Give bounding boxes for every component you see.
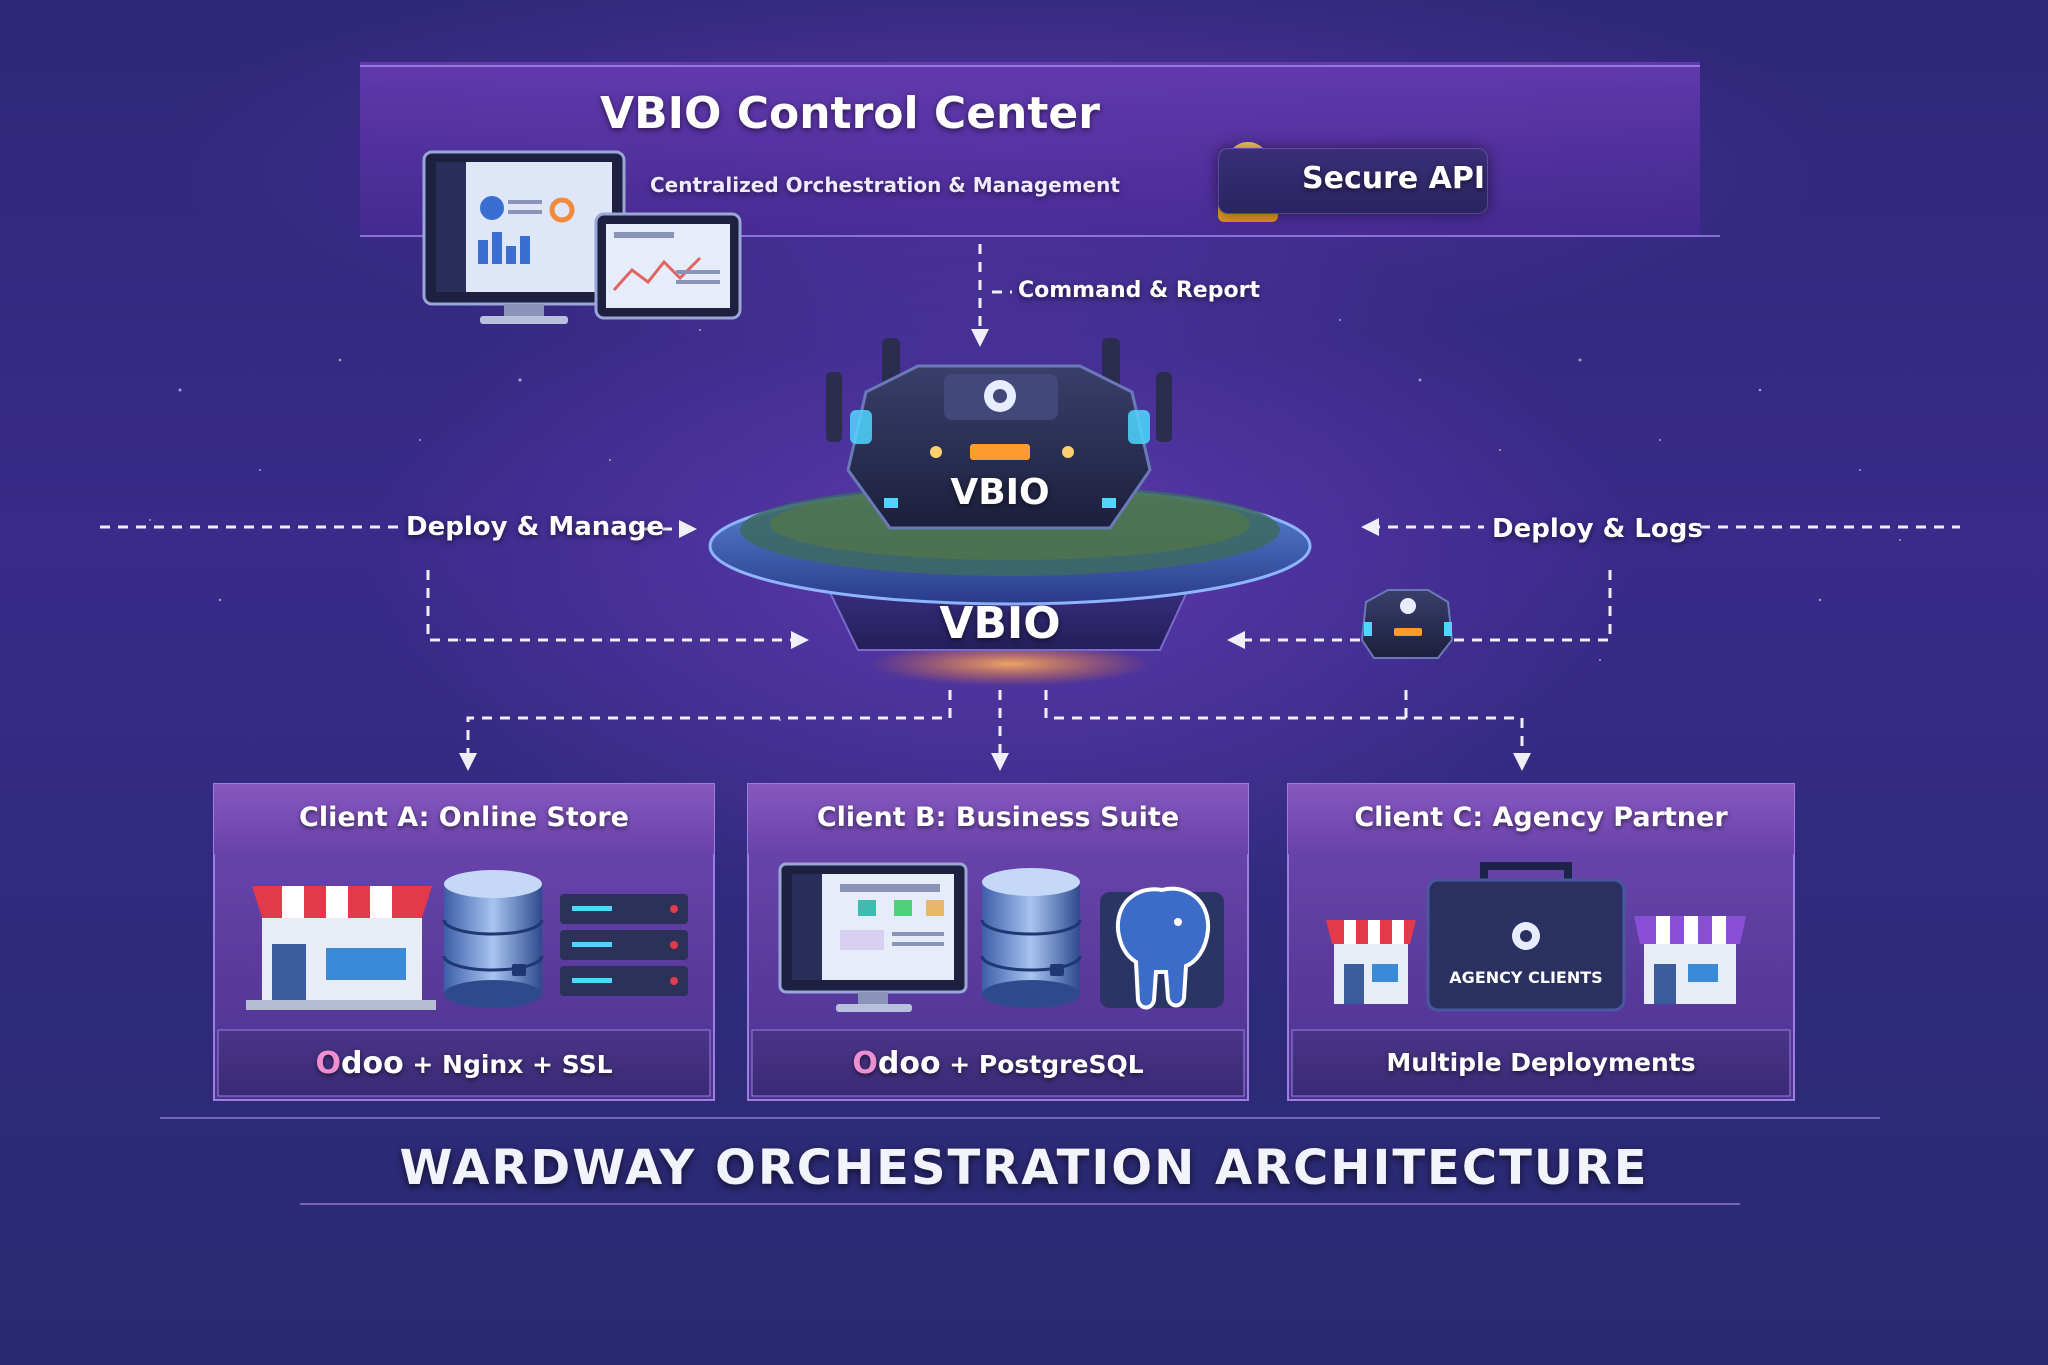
control-center-monitor-icon (422, 150, 626, 324)
control-center-tablet-icon (594, 212, 742, 320)
client-a-footer: Odoo + Nginx + SSL (218, 1046, 710, 1081)
flow-label-deploy-manage: Deploy & Manage (406, 512, 665, 542)
storefront-icon (246, 886, 436, 1010)
architecture-title: WARDWAY ORCHESTRATION ARCHITECTURE (399, 1140, 1649, 1196)
odoo-logo-b: Odoo (852, 1046, 940, 1081)
client-b-title: Client B: Business Suite (816, 802, 1180, 833)
client-a-title: Client A: Online Store (299, 802, 629, 833)
client-b-footer: Odoo + PostgreSQL (752, 1046, 1244, 1081)
hub-platform-label: VBIO (939, 598, 1061, 649)
desktop-monitor-icon (778, 862, 968, 1012)
database-icon (442, 870, 544, 1008)
hub-device-label: VBIO (950, 472, 1050, 513)
postgresql-elephant-icon (1100, 886, 1224, 1010)
server-rack-icon (560, 894, 688, 996)
database-icon-b (980, 868, 1082, 1008)
client-c-footer: Multiple Deployments (1386, 1048, 1696, 1077)
storefront-small-icon (1326, 920, 1416, 1004)
secure-api-badge (1218, 148, 1488, 214)
flow-label-command-report: Command & Report (1018, 278, 1260, 303)
odoo-logo-text: doo (340, 1046, 404, 1081)
odoo-logo-text: doo (877, 1046, 941, 1081)
client-a-stack: + Nginx + SSL (403, 1050, 613, 1079)
page-title: VBIO Control Center (600, 88, 1100, 139)
odoo-logo-o: O (315, 1046, 341, 1081)
secure-api-label: Secure API (1302, 161, 1486, 196)
starfield (149, 319, 1901, 721)
agency-clients-label: AGENCY CLIENTS (1449, 968, 1603, 987)
client-b-stack: + PostgreSQL (940, 1050, 1144, 1079)
storefront-purple-icon (1634, 916, 1746, 1004)
page-subtitle: Centralized Orchestration & Management (650, 173, 1120, 197)
odoo-logo-a: Odoo (315, 1046, 403, 1081)
flow-lines (100, 244, 1960, 771)
flow-label-deploy-logs: Deploy & Logs (1492, 514, 1703, 544)
vbio-agent-icon (1360, 589, 1454, 659)
odoo-logo-o: O (852, 1046, 878, 1081)
agency-briefcase-icon (1426, 862, 1626, 1012)
client-c-title: Client C: Agency Partner (1354, 802, 1728, 833)
vbio-device-icon (826, 338, 1172, 530)
